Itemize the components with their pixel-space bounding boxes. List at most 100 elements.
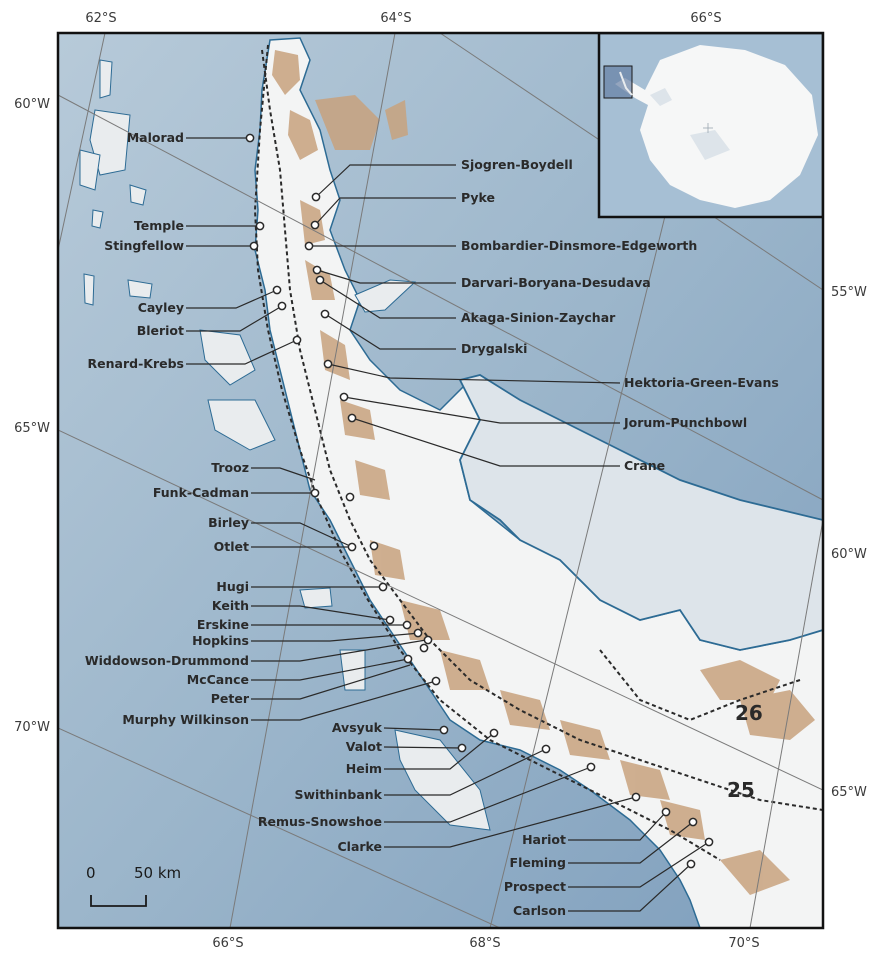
glacier-labels-right: Sjogren-Boydell Pyke Bombardier-Dinsmore… [461, 157, 779, 473]
marker-crane [347, 413, 357, 423]
inset-locator-map [597, 33, 823, 219]
label-peter: Peter [211, 691, 250, 706]
label-erskine: Erskine [197, 617, 249, 632]
lon-right-65: 65°W [831, 785, 867, 800]
marker-prospect [704, 837, 714, 847]
lat-bottom-66: 66°S [212, 936, 243, 951]
label-remus-snowshoe: Remus-Snowshoe [258, 814, 382, 829]
marker-erskine [402, 620, 412, 630]
lat-top-62: 62°S [85, 11, 116, 26]
label-malorad: Malorad [127, 130, 184, 145]
label-temple: Temple [134, 218, 184, 233]
peninsula-land [254, 37, 823, 928]
region-label-26: 26 [735, 701, 763, 725]
drainage-divides [253, 44, 823, 861]
marker-funk-cadman [310, 488, 320, 498]
lon-left-65: 65°W [14, 421, 50, 436]
label-carlson: Carlson [513, 903, 566, 918]
marker-fleming [688, 817, 698, 827]
scale-bar-line [90, 895, 147, 907]
label-trooz: Trooz [211, 460, 249, 475]
inset-antarctica [615, 45, 818, 208]
marker-hariot [661, 807, 671, 817]
label-stingfellow: Stingfellow [104, 238, 184, 253]
lon-left-60: 60°W [14, 97, 50, 112]
marker-sjogren-boydell [311, 192, 321, 202]
lon-right-60: 60°W [831, 547, 867, 562]
label-avsyuk: Avsyuk [332, 720, 383, 735]
label-bombardier: Bombardier-Dinsmore-Edgeworth [461, 238, 697, 253]
coordinate-labels: 62°S 64°S 66°S 66°S 68°S 70°S 60°W 65°W … [14, 11, 867, 951]
map-body: 26 25 0 50 km [58, 33, 823, 928]
marker-hugi [378, 582, 388, 592]
marker-valot [457, 743, 467, 753]
marker-cayley [272, 285, 282, 295]
marker-renard-krebs [292, 335, 302, 345]
label-hariot: Hariot [522, 832, 566, 847]
label-renard-krebs: Renard-Krebs [88, 356, 184, 371]
marker-bleriot [277, 301, 287, 311]
marker-avsyuk [439, 725, 449, 735]
label-bleriot: Bleriot [137, 323, 184, 338]
label-hektoria: Hektoria-Green-Evans [624, 375, 779, 390]
marker-remus [586, 762, 596, 772]
marker-hopkins [413, 628, 423, 638]
scale-zero-label: 0 [86, 864, 96, 882]
label-pyke: Pyke [461, 190, 495, 205]
marker-drygalski [320, 309, 330, 319]
marker-bombardier [304, 241, 314, 251]
map-frame [56, 31, 825, 930]
label-crane: Crane [624, 458, 665, 473]
lon-left-70: 70°W [14, 720, 50, 735]
label-clarke: Clarke [337, 839, 382, 854]
label-darvari: Darvari-Boryana-Desudava [461, 275, 651, 290]
scale-distance-label: 50 km [134, 864, 181, 882]
label-fleming: Fleming [510, 855, 566, 870]
label-akaga: Akaga-Sinion-Zaychar [461, 310, 616, 325]
lat-bottom-68: 68°S [469, 936, 500, 951]
region-label-25: 25 [727, 778, 755, 802]
label-keith: Keith [212, 598, 249, 613]
marker-jorum [339, 392, 349, 402]
label-hugi: Hugi [216, 579, 249, 594]
label-drygalski: Drygalski [461, 341, 527, 356]
larsen-ice-shelf [458, 374, 823, 651]
lat-top-64: 64°S [380, 11, 411, 26]
glacier-markers [245, 133, 714, 869]
label-jorum: Jorum-Punchbowl [623, 415, 747, 430]
islands [79, 59, 491, 831]
inset-ice-shelf-2 [650, 88, 672, 106]
scale-bar: 0 50 km [86, 864, 181, 907]
label-widdowson-drummond: Widdowson-Drummond [85, 653, 249, 668]
label-valot: Valot [346, 739, 382, 754]
marker-malorad [245, 133, 255, 143]
label-swithinbank: Swithinbank [295, 787, 383, 802]
marker-temple [255, 221, 265, 231]
marker-pyke [310, 220, 320, 230]
label-mccance: McCance [187, 672, 249, 687]
marker-darvari [312, 265, 322, 275]
inset-study-area [603, 65, 633, 99]
lon-right-55: 55°W [831, 285, 867, 300]
label-cayley: Cayley [138, 300, 184, 315]
marker-clarke [631, 792, 641, 802]
marker-keith [385, 615, 395, 625]
label-sjogren-boydell: Sjogren-Boydell [461, 157, 573, 172]
marker-birley [369, 541, 379, 551]
label-funk-cadman: Funk-Cadman [153, 485, 249, 500]
label-heim: Heim [346, 761, 382, 776]
marker-mccance [403, 654, 413, 664]
lat-bottom-70: 70°S [728, 936, 759, 951]
label-otlet: Otlet [214, 539, 249, 554]
marker-otlet [347, 542, 357, 552]
label-murphy-wilkinson: Murphy Wilkinson [122, 712, 249, 727]
inset-ice-shelf [690, 130, 730, 160]
marker-swithinbank [541, 744, 551, 754]
marker-widdowson [423, 635, 433, 645]
marker-akaga [315, 275, 325, 285]
label-prospect: Prospect [504, 879, 566, 894]
marker-trooz [345, 492, 355, 502]
marker-stingfellow [249, 241, 259, 251]
label-hopkins: Hopkins [192, 633, 249, 648]
